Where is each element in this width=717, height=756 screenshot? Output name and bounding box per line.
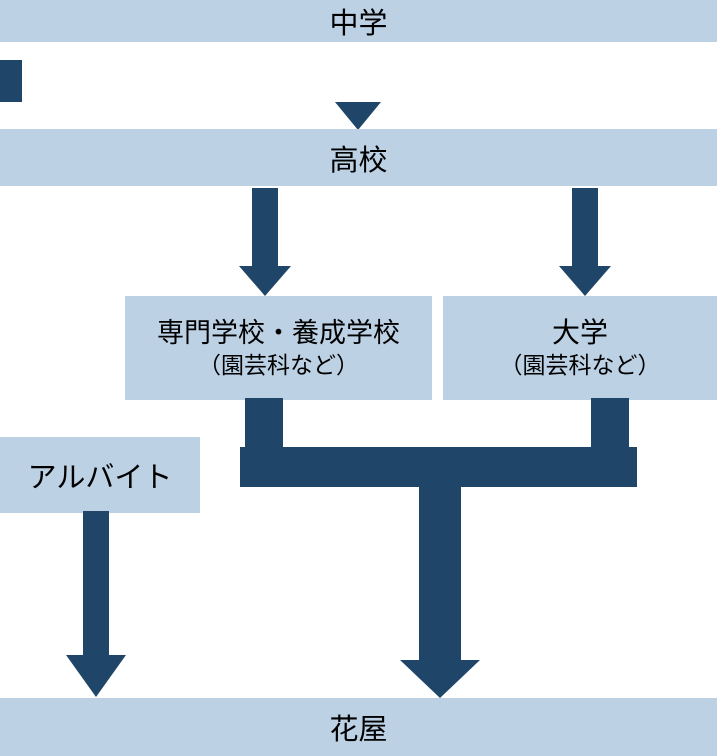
node-vocational-school-title: 専門学校・養成学校 — [157, 317, 400, 348]
arrow-high-school-to-university-shaft — [572, 188, 598, 266]
node-vocational-school-subtitle: （園芸科など） — [198, 351, 359, 378]
node-flower-shop: 花屋 — [0, 698, 717, 756]
arrow-merge-to-flower-shop-shaft — [419, 485, 461, 660]
node-junior-high-label: 中学 — [329, 8, 388, 40]
node-university-subtitle: （園芸科など） — [499, 352, 661, 379]
node-high-school-label: 高校 — [329, 144, 388, 177]
arrow-junior-high-to-high-school-head — [335, 102, 381, 130]
node-university-title: 大学 — [551, 316, 608, 348]
arrow-high-school-to-vocational-head — [239, 266, 291, 296]
arrow-part-time-to-flower-shop-shaft — [83, 511, 109, 655]
node-vocational-school: 専門学校・養成学校 （園芸科など） — [125, 296, 432, 400]
node-part-time-job-label: アルバイト — [27, 462, 173, 494]
node-part-time-job: アルバイト — [0, 437, 200, 513]
arrow-merge-to-flower-shop-head — [400, 660, 480, 698]
arrow-part-time-to-flower-shop-head — [66, 655, 126, 697]
node-flower-shop-label: 花屋 — [329, 714, 388, 746]
node-junior-high: 中学 — [0, 0, 717, 42]
arrow-high-school-to-vocational-shaft — [252, 188, 278, 266]
node-university: 大学 （園芸科など） — [443, 296, 717, 400]
arrow-junior-high-to-high-school-shaft — [0, 60, 22, 102]
connector-merge-bar — [240, 447, 637, 487]
node-high-school: 高校 — [0, 129, 717, 186]
arrow-high-school-to-university-head — [559, 266, 611, 296]
